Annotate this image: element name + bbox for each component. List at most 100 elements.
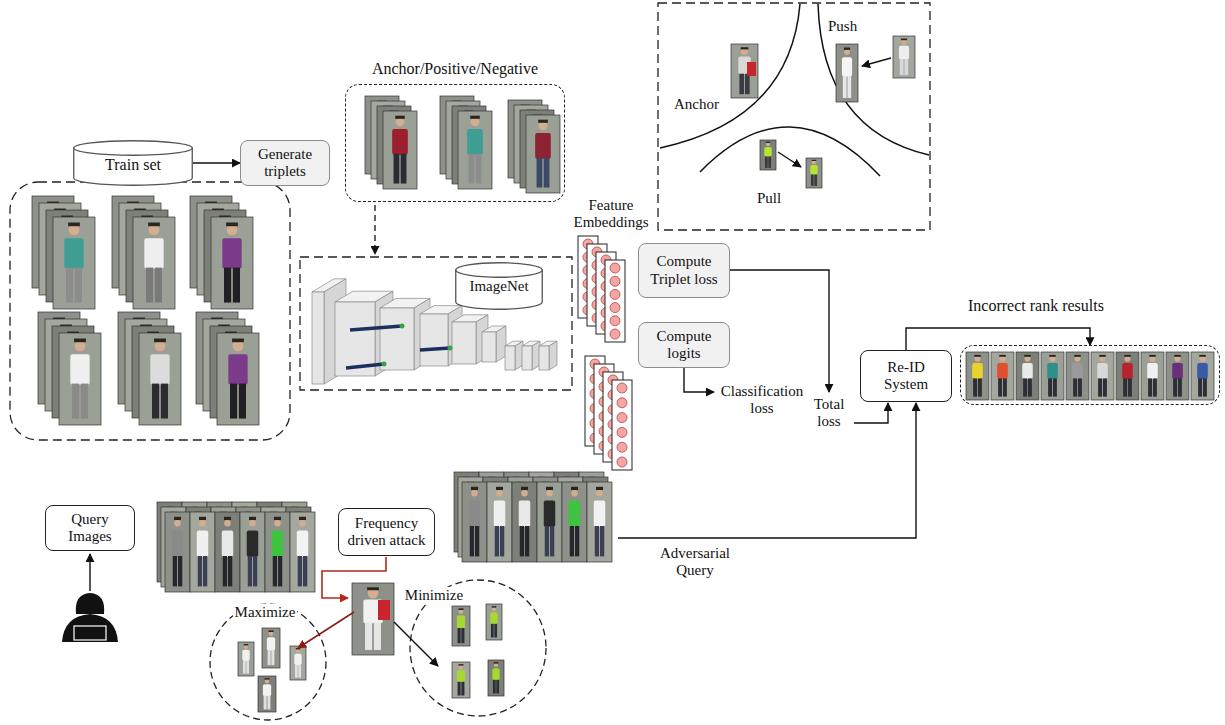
person-head — [265, 679, 270, 684]
arrow-line — [862, 58, 891, 66]
person-leg — [161, 384, 168, 419]
label-holder: Minimize — [400, 587, 468, 604]
person-leg — [745, 74, 750, 95]
cnn-kernel — [346, 364, 384, 368]
person-shirt — [247, 530, 259, 556]
embedding-unit — [617, 383, 627, 393]
node-label: Compute Triplet loss — [645, 253, 723, 288]
photo-frame — [211, 217, 253, 309]
person-hair — [571, 487, 578, 490]
person-shirt — [272, 530, 284, 556]
person-leg — [496, 680, 499, 694]
photo-frame — [59, 333, 101, 425]
photo-frame — [966, 352, 989, 400]
person-shirt — [1097, 363, 1108, 379]
label-holder: Classification loss — [718, 383, 806, 417]
arrow-line — [394, 622, 438, 666]
person-head — [1075, 356, 1081, 362]
node-label: Frequency driven attack — [345, 515, 428, 550]
person-hair — [274, 517, 281, 520]
person-leg — [178, 556, 182, 586]
person-leg — [469, 154, 475, 184]
person-leg — [765, 157, 768, 168]
person-hair — [494, 662, 498, 663]
person-leg — [1028, 378, 1032, 396]
person-hair — [521, 487, 528, 490]
person-photo — [258, 676, 276, 712]
photo-frame — [452, 662, 470, 698]
person-leg — [978, 378, 982, 396]
embedding-vector — [605, 260, 625, 342]
person-leg — [401, 154, 407, 184]
photo-frame — [258, 676, 276, 712]
person-leg — [1023, 378, 1027, 396]
person-hair — [596, 487, 603, 490]
person-leg — [233, 268, 240, 303]
person-leg — [544, 158, 550, 188]
person-head — [1175, 356, 1181, 362]
person-head — [459, 609, 464, 614]
person-photo — [59, 333, 101, 425]
person-photo — [488, 660, 504, 696]
person-photo — [240, 512, 265, 592]
person-leg — [973, 378, 977, 396]
node-label: Train set — [73, 156, 193, 174]
photo-frame — [53, 217, 95, 309]
person-photo — [512, 482, 537, 562]
person-head — [766, 142, 770, 146]
person-leg — [1103, 378, 1107, 396]
person-leg — [253, 556, 257, 586]
embedding-unit — [610, 263, 620, 273]
person-leg — [1198, 378, 1202, 396]
person-photo — [1116, 352, 1139, 400]
person-leg — [739, 74, 744, 95]
person-photo — [587, 482, 612, 562]
arrow-line — [684, 368, 714, 392]
person-hair — [68, 223, 80, 227]
photo-frame — [1116, 352, 1139, 400]
person-hair — [1174, 355, 1180, 357]
embedding-unit — [610, 276, 620, 286]
person-head — [975, 356, 981, 362]
person-photo — [352, 583, 394, 655]
person-photo — [1191, 352, 1214, 400]
person-leg — [295, 665, 298, 678]
person-shirt — [544, 500, 556, 526]
person-leg — [525, 526, 529, 556]
photo-frame — [991, 352, 1014, 400]
person-shirt — [492, 668, 499, 680]
photo-frame — [217, 333, 259, 425]
person-leg — [155, 268, 162, 303]
annotation-label: Minimize — [403, 587, 465, 604]
annotation-label: Classification loss — [718, 383, 806, 417]
person-hair — [296, 648, 300, 649]
cnn-layer — [539, 341, 557, 370]
result-group: Incorrect rank results — [960, 297, 1220, 405]
person-hair — [367, 587, 379, 590]
process-box: Compute logits — [638, 322, 730, 368]
photo-frame — [265, 512, 290, 592]
person-shirt — [242, 650, 249, 661]
photo-frame — [760, 140, 776, 170]
person-photo — [139, 333, 181, 425]
person-hair — [546, 487, 553, 490]
process-box: Frequency driven attack — [338, 508, 435, 556]
person-photo — [452, 662, 470, 698]
photo-frame — [352, 583, 394, 655]
person-leg — [268, 650, 271, 665]
person-head — [812, 160, 816, 164]
person-hair — [470, 116, 480, 119]
person-shirt — [469, 500, 481, 526]
arrow-line — [730, 270, 829, 392]
person-leg — [768, 157, 771, 168]
person-photo — [1041, 352, 1064, 400]
person-leg — [152, 384, 159, 419]
node-label: Compute logits — [645, 328, 723, 363]
person-shirt — [1122, 363, 1133, 379]
person-leg — [843, 76, 847, 98]
person-head — [492, 607, 496, 611]
cnn-face — [522, 346, 532, 370]
person-hair — [268, 630, 273, 632]
person-head — [471, 490, 478, 497]
